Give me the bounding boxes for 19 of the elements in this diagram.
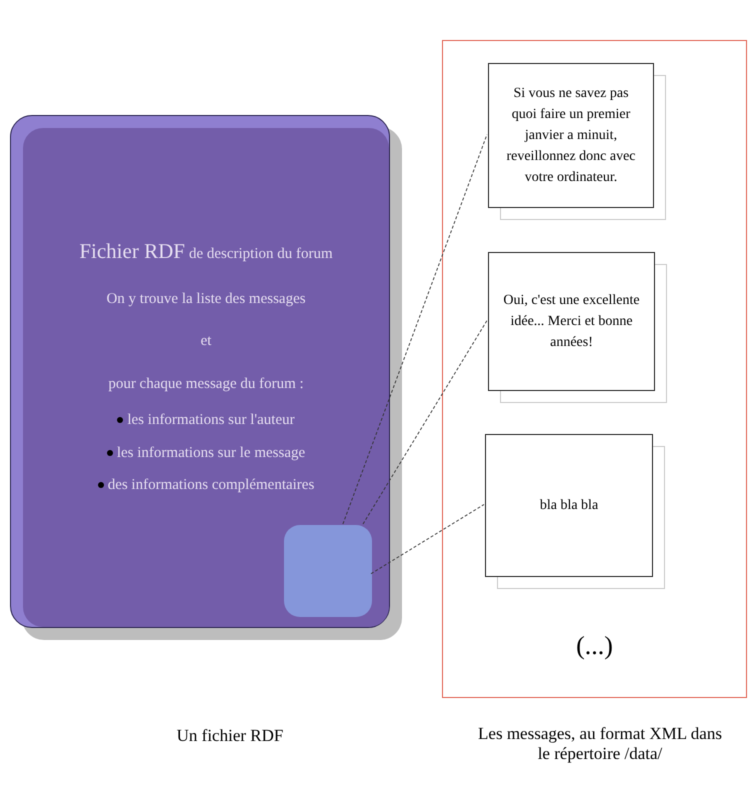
ellipsis-text: (...) — [575, 630, 614, 662]
bullet-item: les informations sur l'auteur — [127, 411, 295, 430]
body-text: On y trouve la liste des messages — [106, 290, 306, 308]
message-text: bla bla bla — [540, 497, 598, 515]
message-list-block — [284, 525, 372, 617]
caption-text: Les messages, au format XML dans le répertoire /data/ — [477, 724, 723, 764]
heading-text: de description du forum — [188, 245, 333, 264]
message-text: Oui, c'est une excellente idée... Merci et bonne années! — [502, 292, 641, 352]
bullet-item: les informations sur le message — [116, 444, 306, 462]
message-text: Si vous ne savez pas quoi faire un premier janvier a minuit, reveillonnez donc avec votre ordinateur. — [505, 85, 637, 187]
data-folder-frame — [442, 40, 747, 698]
heading-text: Fichier RDF — [79, 238, 185, 265]
connector-line — [370, 504, 484, 574]
body-text: et — [200, 332, 212, 351]
caption-text: Un fichier RDF — [176, 726, 284, 746]
connector-line — [342, 134, 488, 524]
bullet-item: des informations complémentaires — [108, 476, 314, 495]
connector-line — [362, 320, 488, 524]
body-text: pour chaque message du forum : — [108, 374, 304, 394]
